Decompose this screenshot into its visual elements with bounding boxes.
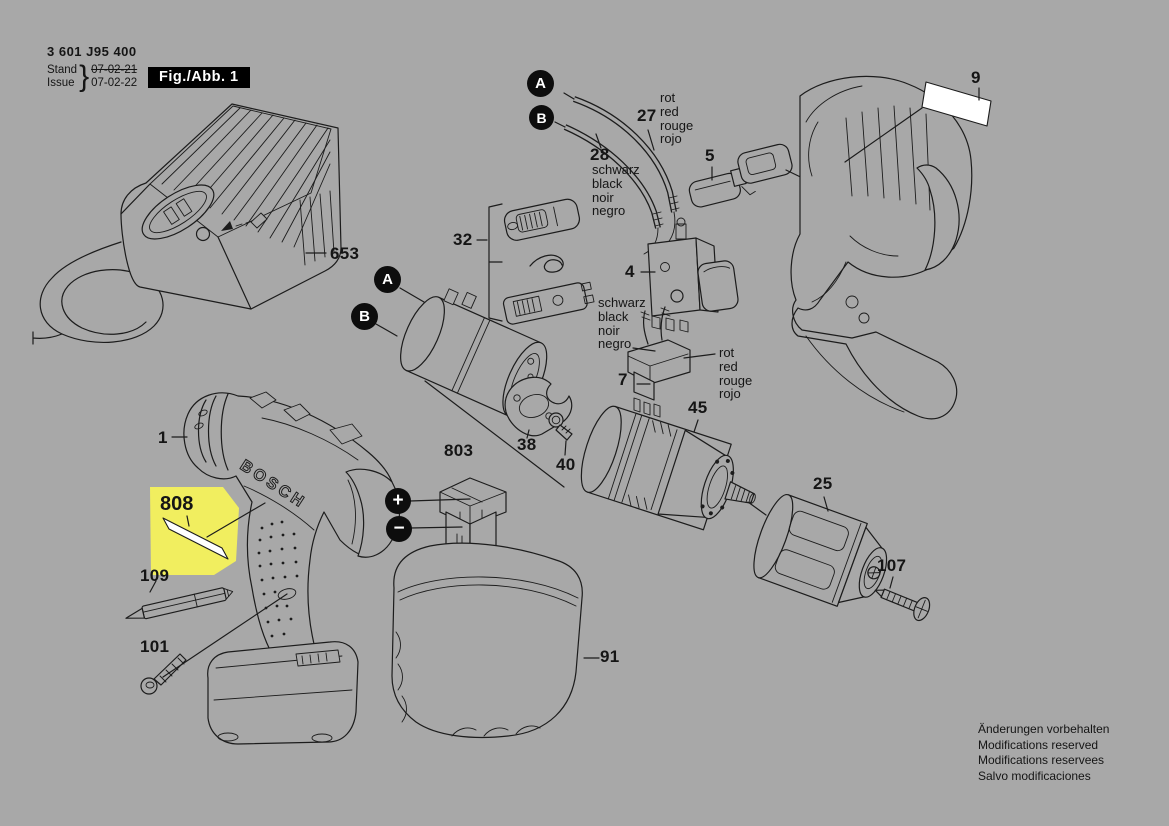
revision-block: Stand Issue } 07-02-21 07-02-22 [47, 60, 138, 93]
callout-803: 803 [444, 441, 474, 460]
wire-color-red-top: rot red rouge rojo [660, 90, 694, 147]
callout-38: 38 [517, 435, 537, 454]
drill-housing-right-drawing [790, 75, 992, 420]
callout-5: 5 [705, 146, 715, 165]
issue-label: Issue [47, 77, 75, 89]
marker-b-motor: B [351, 303, 378, 330]
callout-45: 45 [688, 398, 708, 417]
drill-housing-left-drawing: BOSCH [171, 391, 401, 745]
wire-color-black-top: schwarz black noir negro [592, 162, 640, 219]
revision-brace: } [79, 60, 90, 93]
callout-40: 40 [556, 455, 576, 474]
stand-label: Stand [47, 64, 78, 76]
screw-40-drawing [548, 412, 573, 456]
minus-terminal-icon: − [386, 516, 412, 542]
grip-dots [257, 520, 299, 638]
screw-101-drawing [140, 593, 288, 695]
callout-4: 4 [625, 262, 635, 281]
notice-line-en: Modifications reserved [978, 737, 1099, 752]
wire-color-black-mid: schwarz black noir negro [598, 295, 646, 352]
screw-107-drawing [874, 576, 931, 622]
wires-drawing [554, 92, 680, 255]
connector-7-drawing [627, 306, 716, 418]
stand-date: 07-02-21 [91, 64, 138, 76]
screwdriver-bit-drawing [125, 587, 234, 620]
callout-7: 7 [618, 370, 628, 389]
document-part-number: 3 601 J95 400 [47, 44, 137, 59]
charger-drawing [32, 103, 342, 345]
button-set-32-drawing [476, 198, 595, 325]
callout-101: 101 [140, 637, 170, 656]
callout-32: 32 [453, 230, 473, 249]
callout-653: 653 [330, 244, 360, 263]
marker-a-motor: A [374, 266, 401, 293]
notice-line-fr: Modifications reservees [978, 753, 1105, 767]
callout-27: 27 [637, 106, 657, 125]
wire-color-red-mid: rot red rouge rojo [719, 345, 753, 402]
chuck-25-drawing [753, 494, 888, 607]
label-sticker-9 [921, 81, 992, 127]
callout-109: 109 [140, 566, 170, 585]
callout-808: 808 [160, 493, 194, 515]
battery-pack-drawing [391, 477, 600, 739]
notice-line-es: Salvo modificaciones [978, 768, 1091, 783]
callout-28: 28 [590, 145, 610, 164]
plus-terminal-icon: + [385, 488, 411, 514]
notice-line-de: Änderungen vorbehalten [978, 722, 1110, 736]
marker-a-wires: A [527, 70, 554, 97]
gearbox-45-drawing [580, 405, 767, 531]
callout-91: 91 [600, 647, 620, 666]
callout-1: 1 [158, 428, 168, 447]
callout-9: 9 [971, 68, 981, 87]
figure-label-box: Fig./Abb. 1 [148, 67, 250, 88]
modifications-notice: Änderungen vorbehalten Modifications res… [978, 722, 1109, 784]
marker-b-wires: B [529, 105, 554, 130]
callout-107: 107 [877, 556, 907, 575]
callout-25: 25 [813, 474, 833, 493]
highlight-808 [150, 487, 266, 575]
label-sticker-808 [162, 517, 229, 560]
switch-4-drawing [640, 217, 739, 333]
issue-date: 07-02-22 [91, 77, 138, 89]
